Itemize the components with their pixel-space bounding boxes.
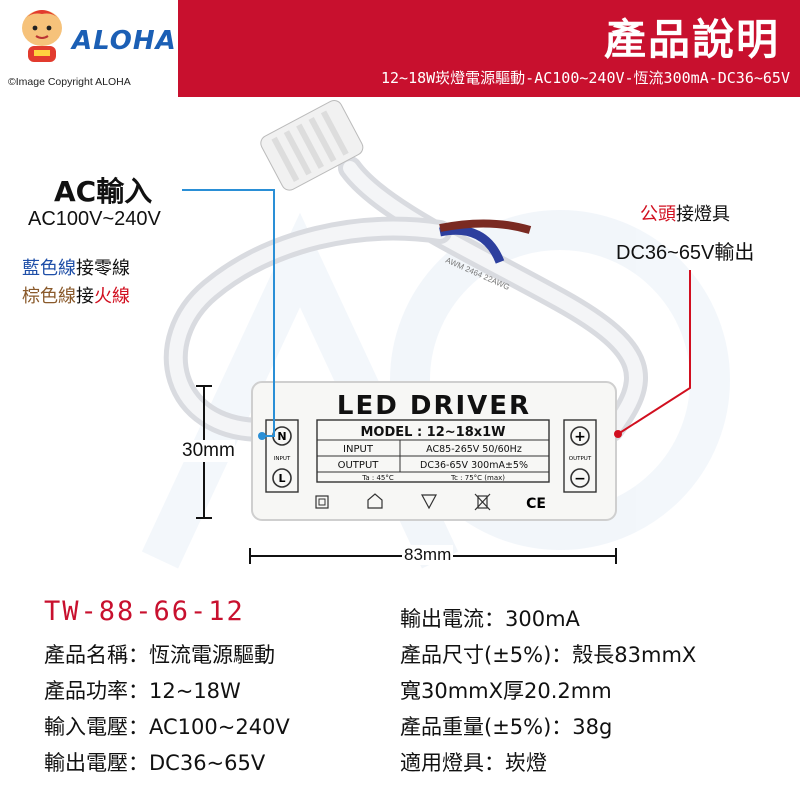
ce-mark: CE: [526, 496, 546, 512]
mascot-logo: [22, 10, 62, 62]
indoor-use-icon: [367, 493, 383, 509]
page-title: 產品說明: [603, 15, 780, 64]
input-label: INPUT: [343, 444, 374, 455]
page-subtitle: 12~18W崁燈電源驅動-AC100~240V-恆流300mA-DC36~65V: [381, 69, 790, 87]
spec-fixture: 適用燈具：崁燈: [400, 751, 547, 775]
spec-output-current: 輸出電流：300mA: [400, 607, 580, 631]
neutral-wire-note: 藍色線接零線: [22, 254, 130, 280]
ta-text: Ta : 45°C: [361, 474, 394, 482]
ac-callout-line: [182, 189, 275, 437]
output-value: DC36-65V 300mA±5%: [420, 460, 528, 471]
spec-weight: 產品重量(±5%)：38g: [400, 715, 613, 739]
minus-icon: −: [574, 471, 586, 487]
logo-area: ALOHA ©Image Copyright ALOHA: [0, 0, 178, 97]
male-connector: [260, 99, 364, 191]
spec-power: 產品功率：12~18W: [44, 679, 241, 703]
driver-label: LED DRIVER: [337, 391, 531, 421]
male-connector-note: 公頭接燈具: [640, 200, 730, 226]
double-insulation-icon: [315, 495, 329, 509]
driver-body: [251, 381, 617, 521]
tc-text: Tc : 75°C (max): [450, 474, 505, 482]
terminal-l: L: [278, 472, 285, 485]
weee-bin-icon: [474, 493, 491, 511]
ac-input-title: AC輸入: [54, 175, 153, 208]
output-label: OUTPUT: [338, 460, 380, 471]
spec-input-voltage: 輸入電壓：AC100~240V: [44, 715, 290, 739]
blue-wire: [439, 225, 505, 264]
model-text: MODEL : 12~18x1W: [360, 425, 505, 440]
spec-size-cont: 寬30mmX厚20.2mm: [400, 679, 612, 703]
live-text: 火線: [94, 286, 130, 307]
copyright-text: ©Image Copyright ALOHA: [8, 76, 131, 88]
dc-output-note: DC36~65V輸出: [616, 242, 755, 264]
brown-wire-text: 棕色線: [22, 286, 76, 307]
spec-name: 產品名稱：恆流電源驅動: [44, 643, 275, 667]
header-bar: ALOHA ©Image Copyright ALOHA 產品說明 12~18W…: [0, 0, 800, 97]
dc-callout-line: [617, 270, 691, 435]
plus-icon: +: [574, 429, 586, 445]
input-value: AC85-265V 50/60Hz: [426, 444, 522, 455]
product-photo: AWM 2464 22AWG LED DRIVER MODEL : 12~18x…: [141, 99, 730, 569]
terminal-n: N: [277, 430, 286, 443]
terminal-output-text: OUTPUT: [569, 456, 592, 462]
neutral-text: 接零線: [76, 258, 130, 279]
brand-name: ALOHA: [72, 26, 177, 56]
spec-output-voltage: 輸出電壓：DC36~65V: [44, 751, 266, 775]
terminal-input-text: INPUT: [274, 456, 291, 462]
brown-wire: [439, 219, 532, 234]
ac-input-range: AC100V~240V: [28, 208, 161, 230]
height-label: 30mm: [182, 440, 235, 462]
length-label: 83mm: [402, 545, 454, 565]
spec-size: 產品尺寸(±5%)：殼長83mmX: [400, 643, 697, 667]
blue-wire-text: 藍色線: [22, 258, 76, 279]
live-prefix: 接: [76, 286, 94, 307]
male-rest-text: 接燈具: [676, 204, 730, 225]
product-sku: TW-88-66-12: [44, 596, 245, 627]
male-text: 公頭: [640, 204, 676, 225]
live-wire-note: 棕色線接火線: [22, 282, 130, 308]
f-mark-icon: [420, 494, 438, 510]
